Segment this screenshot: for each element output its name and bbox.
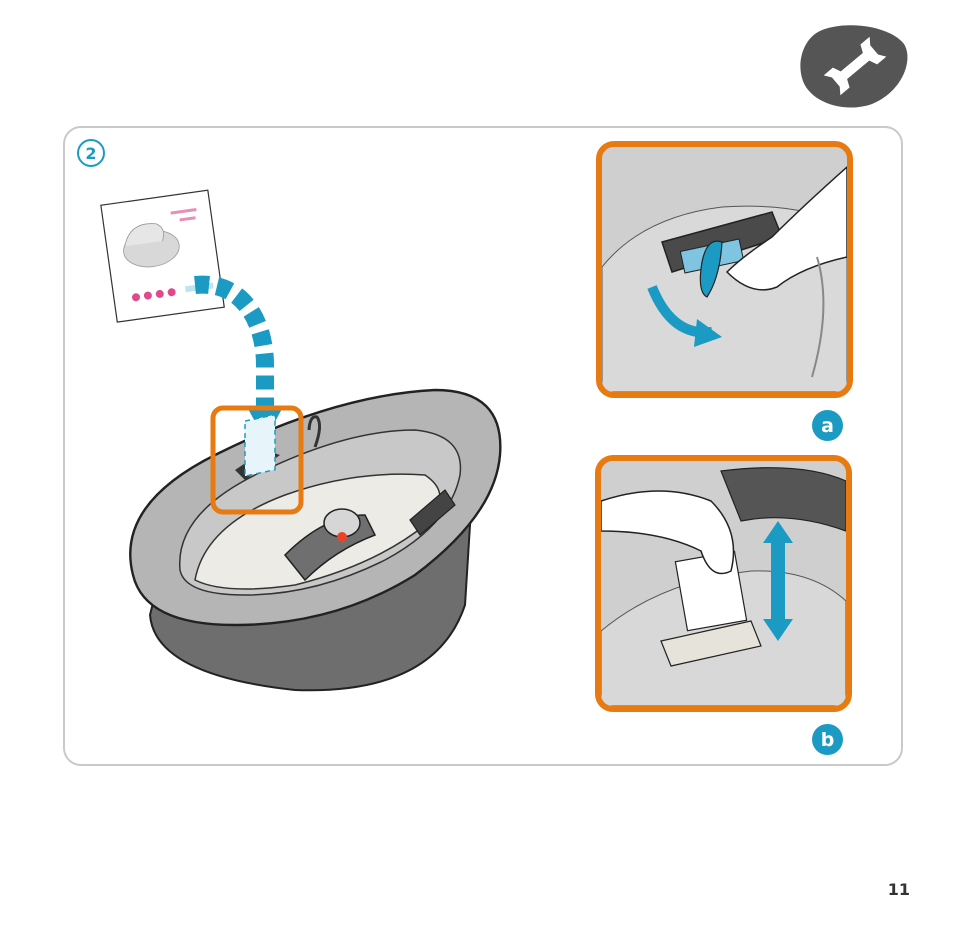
carrycot-illustration — [95, 185, 595, 705]
detail-a-badge: a — [812, 410, 843, 441]
page-number: 11 — [880, 880, 910, 899]
detail-b-badge: b — [812, 724, 843, 755]
step-number: 2 — [85, 144, 96, 163]
wrench-icon — [800, 22, 910, 108]
manual-booklet — [101, 190, 224, 322]
detail-b-panel — [595, 455, 852, 712]
wrench-badge — [800, 22, 910, 108]
carrycot — [130, 390, 500, 690]
step-number-badge: 2 — [77, 139, 105, 167]
detail-a-label: a — [821, 415, 834, 437]
detail-a-panel — [596, 141, 853, 398]
detail-b-label: b — [821, 729, 835, 751]
